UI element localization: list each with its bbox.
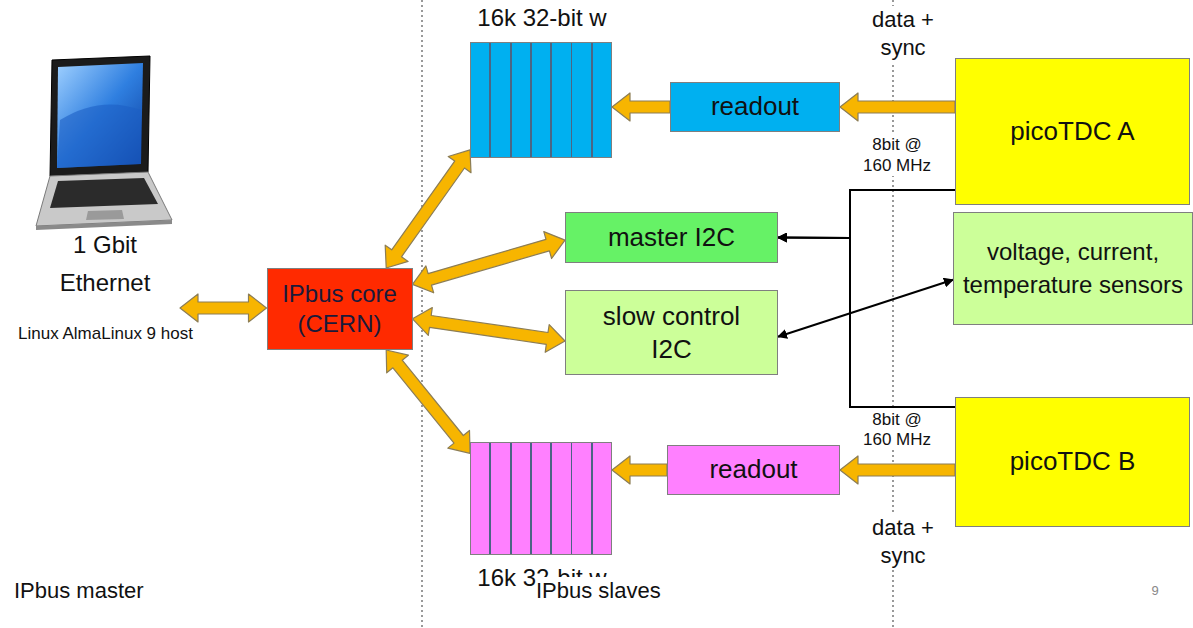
bus-arrow <box>180 294 267 322</box>
bus-arrow <box>840 456 955 484</box>
node-text: slow control I2C <box>597 300 747 365</box>
bus-arrow <box>413 232 566 293</box>
readout-box: readout <box>670 82 840 132</box>
bus-arrow <box>840 93 955 121</box>
signal-label: data + sync <box>866 514 940 570</box>
page-number: 9 <box>1140 583 1170 599</box>
node-text: voltage, current, temperature sensors <box>960 236 1186 301</box>
chip-box: picoTDC A <box>955 58 1190 205</box>
signal-label: 8bit @ 160 MHz <box>857 134 937 176</box>
signal-label: data + sync <box>866 6 940 62</box>
sensor-box: voltage, current, temperature sensors <box>953 212 1193 325</box>
i2c-box: slow control I2C <box>565 290 778 375</box>
node-text: readout <box>709 454 797 485</box>
section-label: IPbus slaves <box>536 577 756 605</box>
node-text: picoTDC A <box>1010 116 1134 147</box>
bus-arrow <box>385 150 471 268</box>
signal-line <box>778 238 955 408</box>
host-computer: 1 Gbit EthernetLinux AlmaLinux 9 host <box>30 50 180 400</box>
i2c-box: master I2C <box>565 212 778 263</box>
fifo-buffer: 16k 32-bit w <box>470 442 612 555</box>
node-text: IPbus core (CERN) <box>274 279 406 339</box>
signal-line <box>778 190 955 238</box>
node-text: master I2C <box>608 222 735 253</box>
node-text: Linux AlmaLinux 9 host <box>18 316 193 351</box>
ipbus-core-box: IPbus core (CERN) <box>267 268 413 350</box>
bus-arrow <box>612 456 667 484</box>
bus-arrow <box>612 93 670 121</box>
readout-box: readout <box>667 445 840 495</box>
chip-box: picoTDC B <box>955 397 1190 527</box>
bus-arrow <box>386 350 470 453</box>
node-text: 1 Gbit Ethernet <box>40 226 170 302</box>
node-text: 16k 32-bit w <box>431 3 653 33</box>
laptop-icon <box>36 56 172 230</box>
bus-arrow <box>413 308 566 353</box>
signal-label: 8bit @ 160 MHz <box>857 410 937 450</box>
node-text: readout <box>711 91 799 122</box>
fifo-buffer: 16k 32-bit w <box>470 42 612 158</box>
section-label: IPbus master <box>14 577 234 605</box>
node-text: picoTDC B <box>1010 446 1136 477</box>
signal-line <box>778 280 953 337</box>
